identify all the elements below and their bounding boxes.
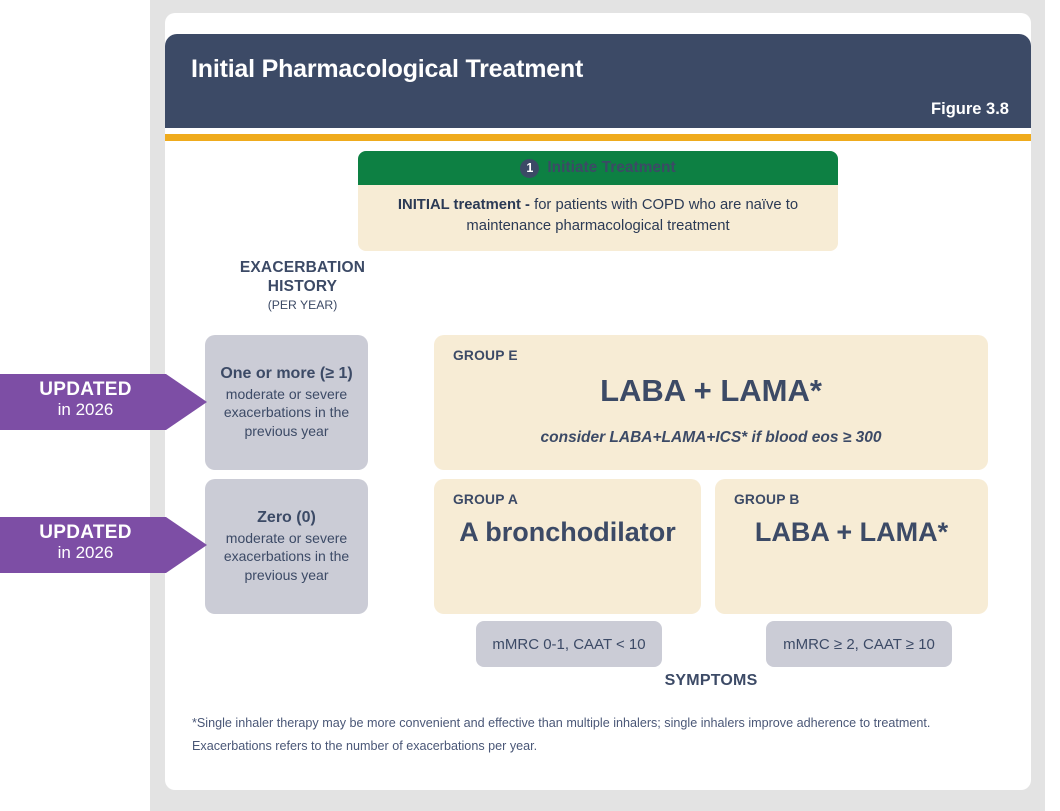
exacerbation-row-subtitle: moderate or severe exacerbations in the …: [223, 529, 350, 583]
exacerbation-row-zero: Zero (0) moderate or severe exacerbation…: [205, 479, 368, 614]
updated-badge-line1: UPDATED: [39, 522, 132, 543]
exacerbation-row-one-or-more: One or more (≥ 1) moderate or severe exa…: [205, 335, 368, 470]
figure-card: Initial Pharmacological Treatment Figure…: [165, 13, 1031, 790]
group-b-treatment: LABA + LAMA*: [754, 517, 949, 547]
updated-badge-row-two: UPDATED in 2026: [0, 517, 207, 573]
group-b-box: GROUP B LABA + LAMA*: [715, 479, 988, 614]
updated-badge-row-one: UPDATED in 2026: [0, 374, 207, 430]
page-title: Initial Pharmacological Treatment: [191, 55, 584, 83]
updated-badge-line2: in 2026: [57, 543, 114, 563]
group-a-treatment: A bronchodilator: [459, 517, 676, 547]
initiate-description-rest: for patients with COPD who are naïve to …: [466, 197, 799, 234]
group-b-tag: GROUP B: [734, 492, 800, 507]
updated-badge-line2: in 2026: [57, 400, 114, 420]
exacerbation-row-subtitle: moderate or severe exacerbations in the …: [223, 385, 350, 439]
exacerbation-heading-line1: EXACERBATION: [239, 259, 366, 276]
footnote-line-2: Exacerbations refers to the number of ex…: [192, 739, 538, 754]
exacerbation-history-heading: EXACERBATION HISTORY (PER YEAR): [190, 259, 415, 312]
group-a-box: GROUP A A bronchodilator: [434, 479, 701, 614]
symptom-pill-low: mMRC 0-1, CAAT < 10: [476, 621, 662, 667]
group-e-treatment: LABA + LAMA*: [600, 373, 822, 408]
footnote: *Single inhaler therapy may be more conv…: [192, 712, 1007, 759]
initiate-description-bold: INITIAL treatment -: [397, 197, 530, 213]
initiate-treatment-label: Initiate Treatment: [547, 159, 676, 176]
symptoms-axis-label: SYMPTOMS: [664, 672, 758, 689]
group-e-box: GROUP E LABA + LAMA* consider LABA+LAMA+…: [434, 335, 988, 470]
footnote-line-1: *Single inhaler therapy may be more conv…: [192, 716, 931, 730]
initiate-treatment-banner: 1 Initiate Treatment: [358, 151, 838, 185]
exacerbation-heading-line2: HISTORY: [267, 277, 338, 295]
exacerbation-row-title: Zero (0): [257, 508, 316, 526]
exacerbation-row-title: One or more (≥ 1): [220, 364, 353, 382]
updated-badge-line1: UPDATED: [39, 379, 132, 400]
group-e-tag: GROUP E: [453, 348, 518, 363]
accent-divider: [165, 134, 1031, 141]
step-number-badge-icon: 1: [520, 158, 540, 178]
group-e-note: consider LABA+LAMA+ICS* if blood eos ≥ 3…: [540, 429, 882, 446]
symptom-pill-high: mMRC ≥ 2, CAAT ≥ 10: [766, 621, 952, 667]
figure-header: Initial Pharmacological Treatment Figure…: [165, 34, 1031, 128]
figure-number-label: Figure 3.8: [931, 100, 1009, 118]
group-a-tag: GROUP A: [453, 492, 519, 507]
exacerbation-heading-line3: (PER YEAR): [267, 298, 338, 313]
initiate-treatment-block: 1 Initiate Treatment INITIAL treatment -…: [358, 151, 838, 251]
initiate-treatment-description: INITIAL treatment - for patients with CO…: [358, 185, 838, 251]
